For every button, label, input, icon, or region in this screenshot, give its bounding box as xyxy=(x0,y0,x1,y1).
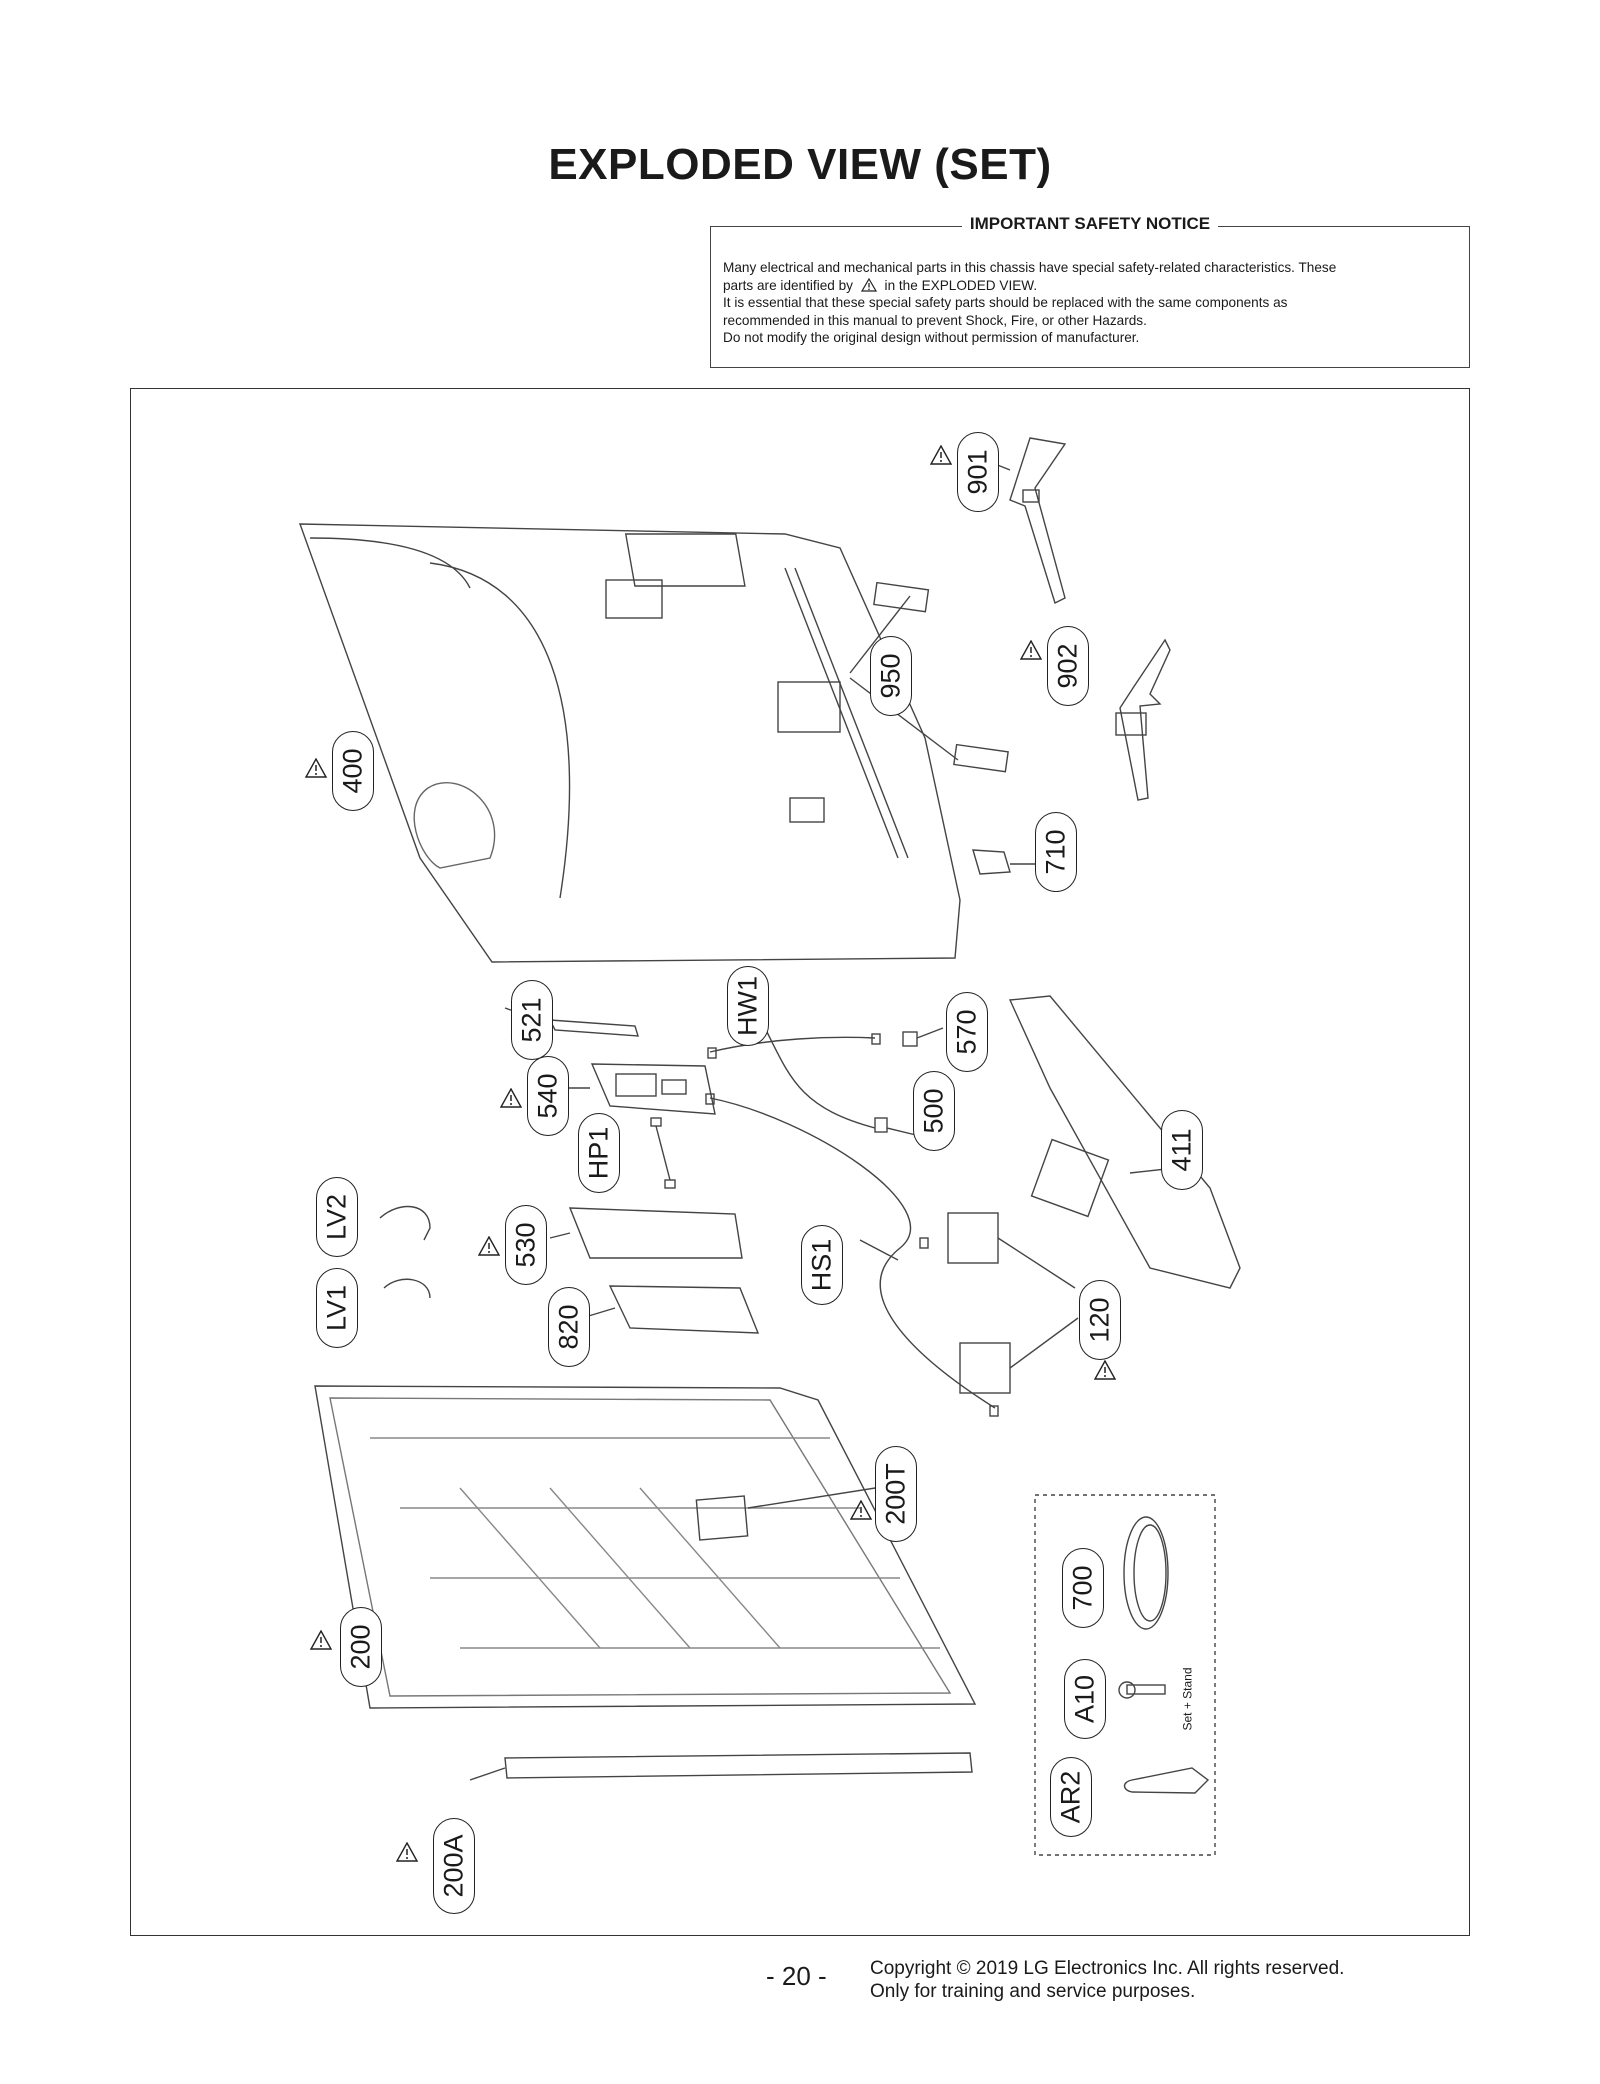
notice-line-3: It is essential that these special safet… xyxy=(723,295,1288,311)
callout-570: 570 xyxy=(946,992,988,1072)
sheet-820-drawing xyxy=(581,1285,760,1334)
cable-lv2-drawing xyxy=(379,1205,431,1241)
bracket-950-drawing xyxy=(849,581,1009,773)
page-title: EXPLODED VIEW (SET) xyxy=(548,140,1052,189)
callout-hs1: HS1 xyxy=(801,1225,843,1305)
callout-540: 540 xyxy=(527,1056,569,1136)
back-cover-400-drawing xyxy=(298,523,961,963)
exploded-view-drawing xyxy=(298,437,1241,1856)
bar-200a-drawing xyxy=(469,1752,973,1781)
callout-500: 500 xyxy=(913,1071,955,1151)
cable-hs1-drawing xyxy=(705,1093,999,1417)
callout-120: 120 xyxy=(1079,1280,1121,1360)
callout-ar2: AR2 xyxy=(1050,1757,1092,1837)
warning-triangle-icon xyxy=(860,277,877,292)
page-number: - 20 - xyxy=(766,1961,827,1991)
warning-triangle-icon xyxy=(478,1236,500,1256)
callout-411: 411 xyxy=(1161,1110,1203,1190)
copyright-notice: Copyright © 2019 LG Electronics Inc. All… xyxy=(870,1957,1344,2003)
notice-line-2b: in the EXPLODED VIEW. xyxy=(884,277,1038,293)
callout-lv1: LV1 xyxy=(316,1268,358,1348)
safety-notice-text: Many electrical and mechanical parts in … xyxy=(723,259,1455,347)
callout-hp1: HP1 xyxy=(578,1113,620,1193)
callout-901: 901 xyxy=(957,432,999,512)
diagram-frame xyxy=(130,388,1470,1936)
copyright-line-1: Copyright © 2019 LG Electronics Inc. All… xyxy=(870,1958,1345,1979)
shield-530-drawing xyxy=(549,1207,743,1259)
safety-notice-heading: IMPORTANT SAFETY NOTICE xyxy=(961,214,1219,233)
warning-triangle-icon xyxy=(500,1088,522,1108)
cable-hp1-drawing xyxy=(650,1117,676,1189)
callout-lv2: LV2 xyxy=(316,1177,358,1257)
callout-700: 700 xyxy=(1062,1548,1104,1628)
notice-line-2: parts are identified by in the EXPLODED … xyxy=(723,277,1455,295)
copyright-line-2: Only for training and service purposes. xyxy=(870,1981,1196,2002)
part-570-drawing xyxy=(902,1027,944,1047)
stand-902-drawing xyxy=(1115,638,1171,801)
callout-820: 820 xyxy=(548,1287,590,1367)
frame-411-drawing xyxy=(1008,995,1241,1289)
callout-200t: 200T xyxy=(875,1446,917,1542)
warning-triangle-icon xyxy=(1094,1360,1116,1380)
warning-triangle-icon xyxy=(396,1842,418,1862)
accessory-box-drawing xyxy=(1034,1494,1216,1856)
warning-triangle-icon xyxy=(1020,640,1042,660)
callout-200a: 200A xyxy=(433,1818,475,1914)
notice-line-1: Many electrical and mechanical parts in … xyxy=(723,260,1337,275)
warning-triangle-icon xyxy=(930,445,952,465)
callout-a10: A10 xyxy=(1064,1659,1106,1739)
cable-lv1-drawing xyxy=(383,1278,431,1299)
set-stand-note: Set + Stand xyxy=(1180,1667,1195,1731)
callout-530: 530 xyxy=(505,1205,547,1285)
warning-triangle-icon xyxy=(850,1500,872,1520)
callout-hw1: HW1 xyxy=(727,966,769,1046)
panel-200-drawing xyxy=(314,1385,977,1709)
notice-line-5: Do not modify the original design withou… xyxy=(723,330,1140,346)
callout-902: 902 xyxy=(1047,626,1089,706)
callout-400: 400 xyxy=(332,731,374,811)
board-120-drawing xyxy=(947,1212,1079,1394)
notice-line-2a: parts are identified by xyxy=(723,277,853,293)
callout-200: 200 xyxy=(340,1607,382,1687)
warning-triangle-icon xyxy=(305,758,327,778)
notice-line-4: recommended in this manual to prevent Sh… xyxy=(723,312,1147,328)
callout-950: 950 xyxy=(870,636,912,716)
warning-triangle-icon xyxy=(310,1630,332,1650)
callout-710: 710 xyxy=(1035,812,1077,892)
safety-notice-box: IMPORTANT SAFETY NOTICE Many electrical … xyxy=(710,214,1470,368)
callout-521: 521 xyxy=(511,980,553,1060)
